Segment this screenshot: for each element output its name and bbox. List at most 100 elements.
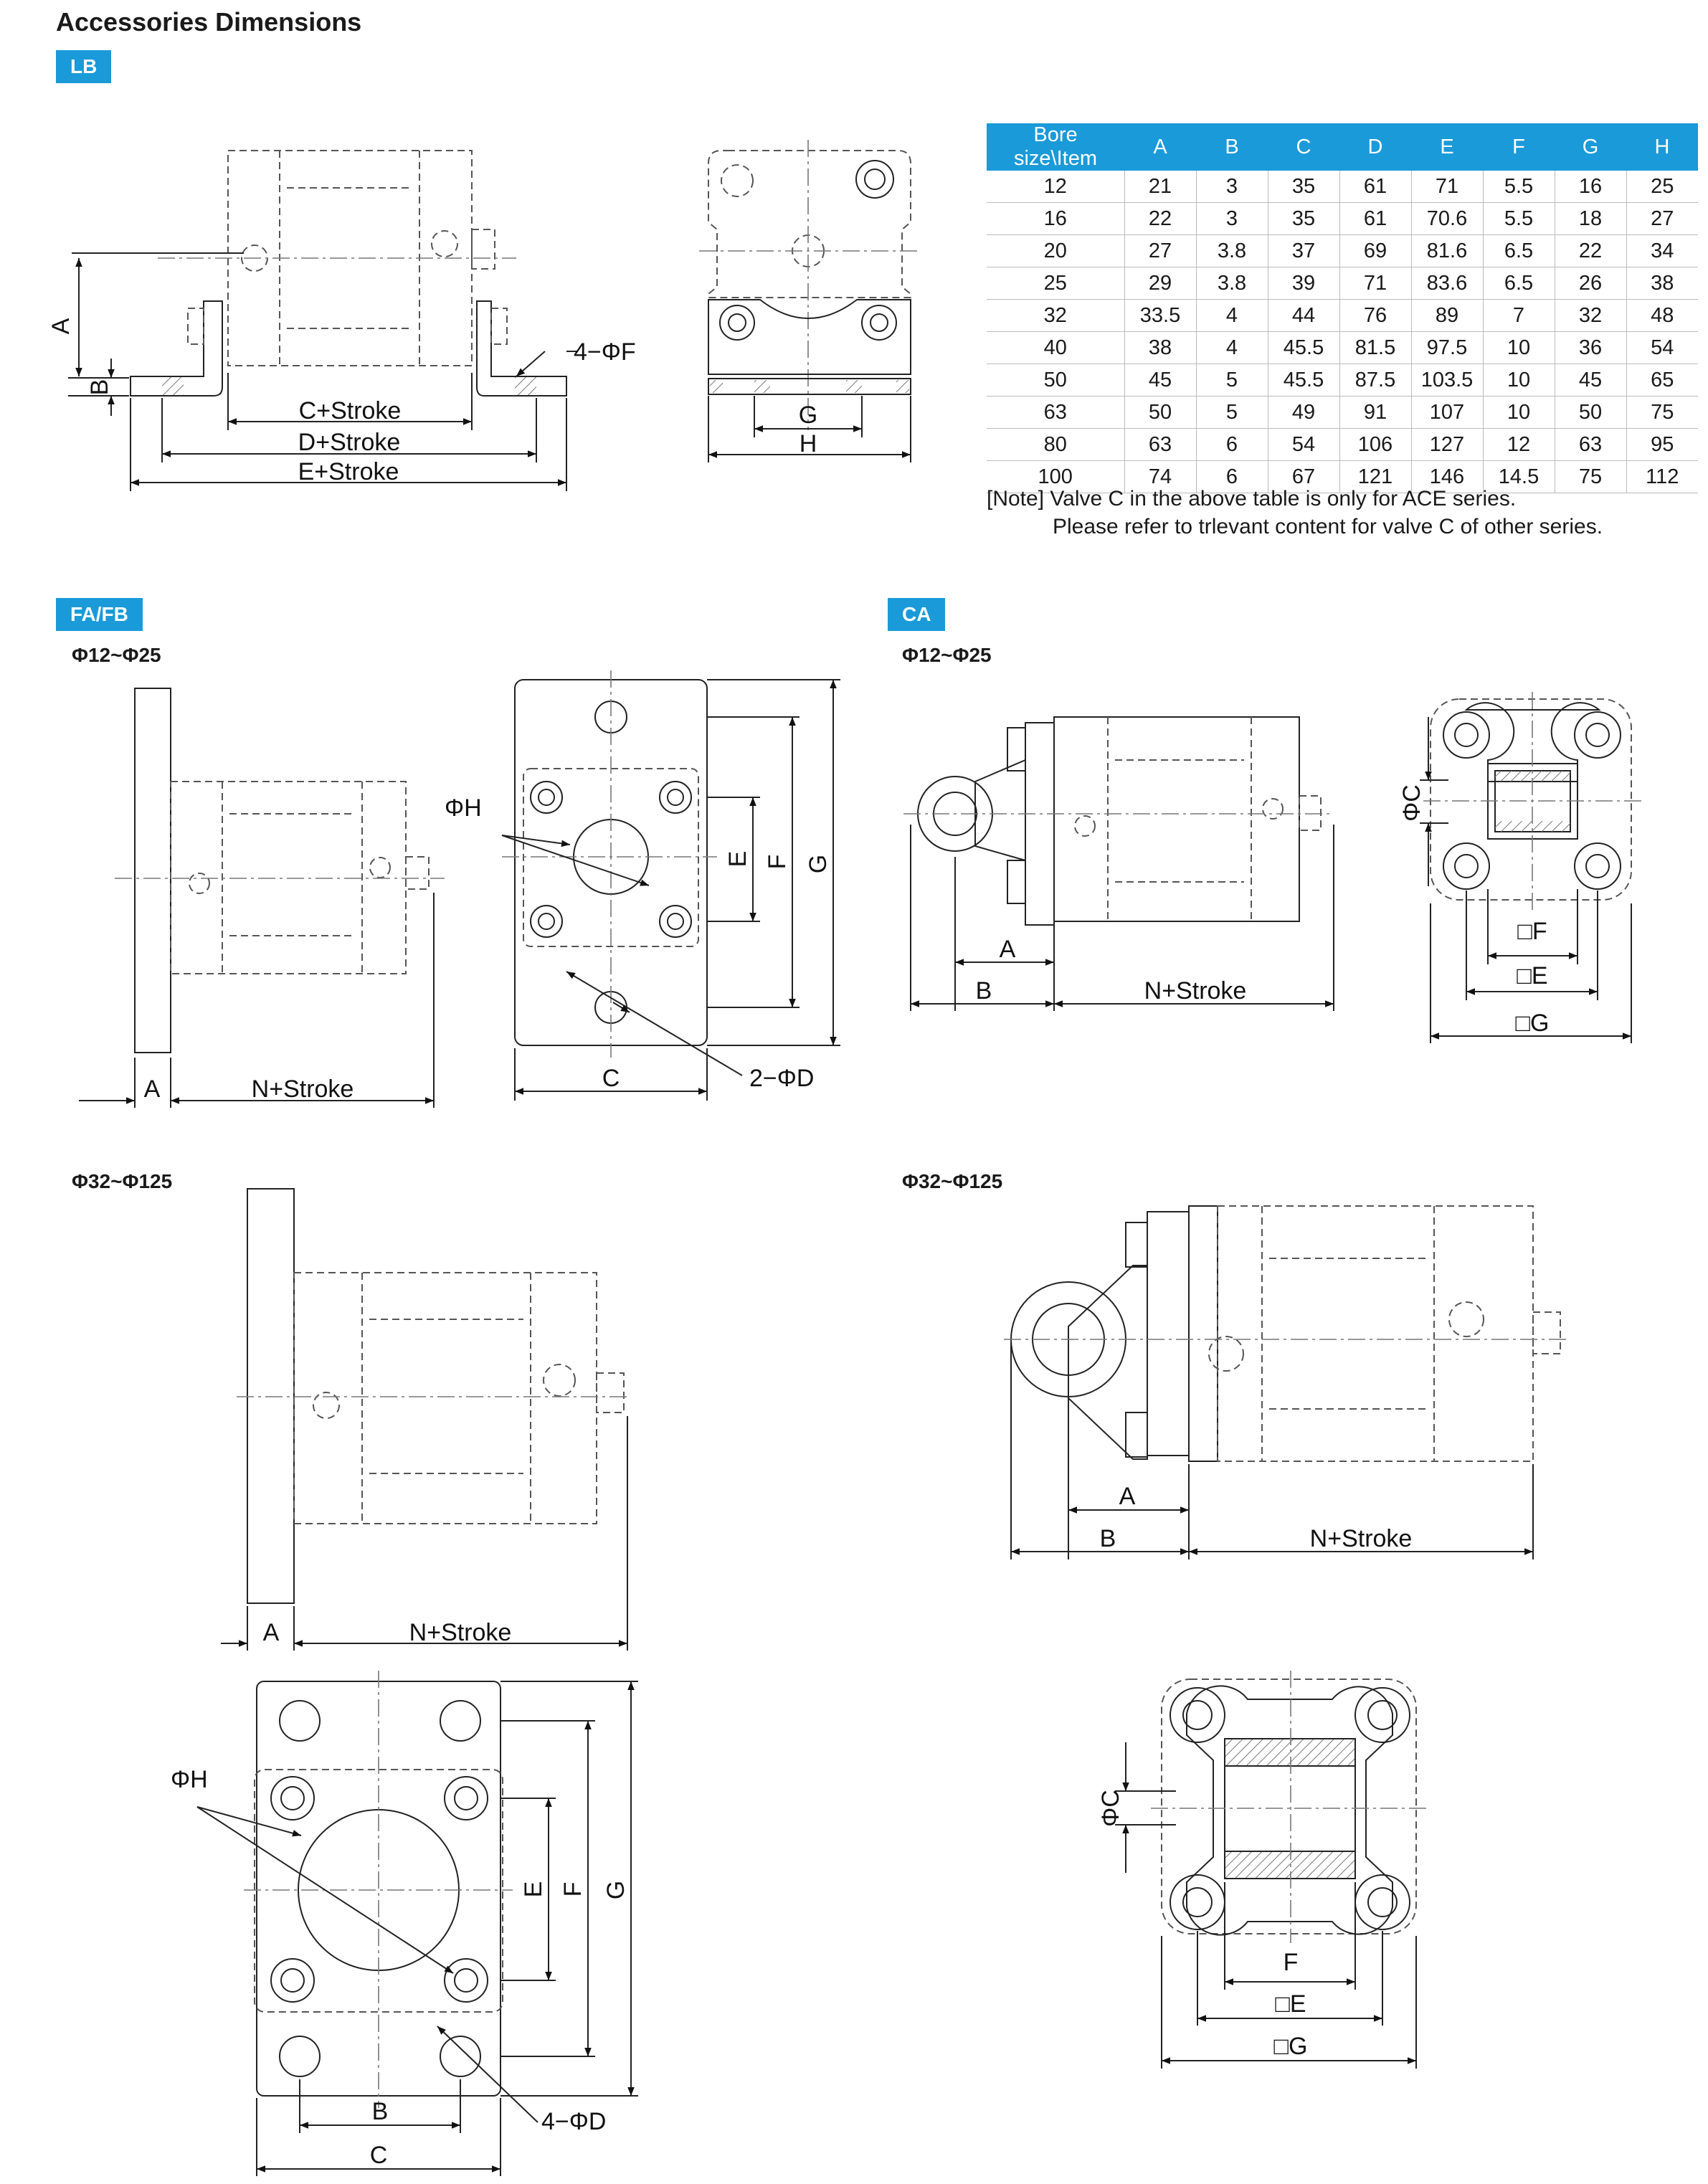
fafb-large-label-e: E	[520, 1881, 547, 1898]
table-cell: 20	[987, 234, 1124, 267]
ca-large-label-sq-e: □E	[1275, 1990, 1306, 2018]
fafb-large-label-b: B	[372, 2098, 389, 2125]
ca-large-side-view: A B N+Stroke	[1004, 1205, 1570, 1559]
table-cell: 87.5	[1339, 364, 1411, 397]
lb-label-d-stroke: D+Stroke	[298, 429, 401, 456]
lb-side-view: A B C+Stroke D+Stroke E+Stroke 4−ΦF	[47, 150, 636, 491]
fafb-large-label-a: A	[263, 1619, 280, 1646]
col-header: A	[1124, 123, 1196, 171]
table-cell: 36	[1554, 331, 1626, 364]
fafb-small-label-e: E	[724, 851, 751, 868]
table-cell: 45.5	[1267, 331, 1339, 364]
table-cell: 127	[1410, 428, 1483, 461]
table-cell: 71	[1339, 267, 1411, 300]
table-note: [Note] Valve C in the above table is onl…	[987, 485, 1603, 541]
range-ca-large: Φ32~Φ125	[902, 1170, 1003, 1192]
ca-small-label-phi-c: ΦC	[1398, 784, 1425, 822]
table-cell: 29	[1124, 267, 1196, 300]
fafb-small-side-view: A N+Stroke	[79, 688, 445, 1108]
table-cell: 63	[1124, 428, 1196, 461]
table-cell: 146	[1410, 460, 1483, 493]
fafb-small-label-phi-h: ΦH	[445, 794, 482, 822]
table-cell: 89	[1410, 299, 1483, 332]
ca-small-side-view: A B N+Stroke	[903, 716, 1334, 1011]
table-cell: 76	[1339, 299, 1411, 332]
table-cell: 61	[1339, 171, 1411, 203]
table-cell: 34	[1626, 234, 1698, 267]
table-cell: 35	[1267, 202, 1339, 235]
table-cell: 44	[1267, 299, 1339, 332]
fafb-large-front-view: ΦH E F G B C 4−ΦD	[171, 1671, 638, 2176]
fafb-large-label-c: C	[370, 2142, 388, 2169]
table-cell: 106	[1339, 428, 1411, 461]
fafb-small-label-a: A	[144, 1076, 161, 1103]
col-header: C	[1268, 123, 1339, 171]
ca-large-label-sq-g: □G	[1274, 2033, 1308, 2060]
table-cell: 25	[1626, 171, 1698, 203]
table-cell: 81.5	[1339, 331, 1411, 364]
table-cell: 97.5	[1410, 331, 1483, 364]
table-cell: 5.5	[1482, 202, 1555, 235]
lb-label-a: A	[47, 318, 75, 334]
fafb-small-label-c: C	[602, 1065, 620, 1092]
ca-large-label-f: F	[1284, 1949, 1299, 1976]
table-cell: 35	[1267, 171, 1339, 203]
ca-small-label-sq-f: □F	[1517, 918, 1547, 945]
table-cell: 63	[987, 396, 1124, 429]
table-cell: 5.5	[1482, 171, 1555, 203]
ca-large-label-phi-c: ΦC	[1097, 1790, 1124, 1827]
table-cell: 4	[1195, 299, 1268, 332]
table-cell: 10	[1482, 396, 1555, 429]
table-cell: 26	[1554, 267, 1626, 300]
fafb-large-label-g: G	[602, 1881, 630, 1899]
ca-large-label-a: A	[1119, 1483, 1136, 1510]
ca-small-label-n-stroke: N+Stroke	[1144, 977, 1247, 1005]
table-cell: 5	[1195, 396, 1268, 429]
fafb-large-label-n-stroke: N+Stroke	[409, 1619, 512, 1646]
fafb-small-front-view: ΦH E F G C 2−ΦD	[445, 670, 840, 1101]
col-header: Bore size\Item	[987, 123, 1124, 171]
table-cell: 50	[1554, 396, 1626, 429]
table-header-row: Bore size\Item A B C D E F G H	[987, 123, 1698, 171]
fafb-small-label-f: F	[764, 855, 791, 870]
table-cell: 7	[1482, 299, 1555, 332]
table-cell: 40	[987, 331, 1124, 364]
lb-label-b: B	[86, 379, 113, 396]
table-cell: 54	[1267, 428, 1339, 461]
table-cell: 103.5	[1410, 364, 1483, 397]
table-cell: 12	[1482, 428, 1555, 461]
fafb-large-label-phi-h: ΦH	[171, 1766, 208, 1793]
table-cell: 75	[1626, 396, 1698, 429]
table-cell: 38	[1626, 267, 1698, 300]
col-header: G	[1555, 123, 1626, 171]
table-cell: 39	[1267, 267, 1339, 300]
table-cell: 22	[1124, 202, 1196, 235]
range-fafb-large: Φ32~Φ125	[72, 1170, 173, 1192]
page-title: Accessories Dimensions	[56, 7, 362, 37]
tag-lb: LB	[56, 50, 112, 83]
table-cell: 80	[987, 428, 1124, 461]
ca-small-end-view: ΦC □F □E □G	[1398, 692, 1642, 1043]
fafb-small-label-n-stroke: N+Stroke	[252, 1076, 354, 1103]
lb-label-4-phi-f: 4−ΦF	[574, 338, 636, 366]
lb-label-c-stroke: C+Stroke	[299, 397, 402, 424]
table-cell: 45.5	[1267, 364, 1339, 397]
table-cell: 6.5	[1482, 234, 1555, 267]
table-cell: 25	[987, 267, 1124, 300]
ca-small-label-a: A	[1000, 936, 1016, 963]
table-cell: 70.6	[1410, 202, 1483, 235]
table-cell: 21	[1124, 171, 1196, 203]
table-cell: 54	[1626, 331, 1698, 364]
table-cell: 91	[1339, 396, 1411, 429]
range-ca-small: Φ12~Φ25	[902, 644, 992, 666]
table-cell: 4	[1195, 331, 1268, 364]
table-cell: 10	[1482, 331, 1555, 364]
